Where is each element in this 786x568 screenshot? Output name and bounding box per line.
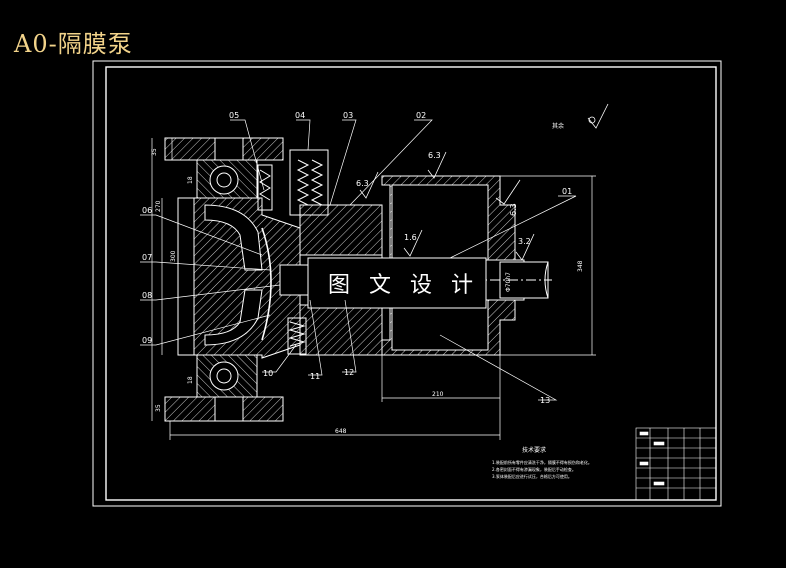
roughness-symbols bbox=[359, 103, 609, 261]
dim-210: 210 bbox=[432, 391, 444, 398]
dim-270: 270 bbox=[155, 200, 162, 212]
roughness-1-6: 1.6 bbox=[404, 233, 417, 242]
watermark-text: 图 文 设 计 bbox=[328, 273, 479, 298]
label-10: 10 bbox=[263, 369, 273, 378]
label-12: 12 bbox=[344, 368, 354, 377]
dim-shaft: Φ70h7 bbox=[505, 272, 512, 292]
dim-35-bottom: 35 bbox=[155, 404, 162, 412]
label-13: 13 bbox=[540, 396, 550, 405]
label-11: 11 bbox=[310, 372, 320, 381]
roughness-6-3-a: 6.3 bbox=[428, 151, 441, 160]
label-01: 01 bbox=[562, 187, 572, 196]
roughness-3-2: 3.2 bbox=[518, 237, 531, 246]
label-05: 05 bbox=[229, 111, 239, 120]
label-02: 02 bbox=[416, 111, 426, 120]
tech-req-line-3: 3.泵体装配后应进行试压，合格后方可使用。 bbox=[492, 473, 572, 479]
label-06: 06 bbox=[142, 206, 152, 215]
drawing-title: A0-隔膜泵 bbox=[14, 30, 133, 58]
dim-648: 648 bbox=[335, 428, 347, 435]
label-04: 04 bbox=[295, 111, 305, 120]
inner-frame bbox=[105, 66, 717, 501]
roughness-note: 其余 bbox=[552, 122, 564, 130]
label-08: 08 bbox=[142, 291, 152, 300]
label-09: 09 bbox=[142, 336, 152, 345]
tech-req-title: 技术要求 bbox=[522, 446, 546, 454]
tech-req-line-1: 1.装配前所有零件应清洗干净，隔膜不得有损伤和老化。 bbox=[492, 459, 592, 465]
dim-18-bottom: 18 bbox=[187, 376, 194, 384]
title-block bbox=[635, 427, 717, 501]
outer-frame bbox=[92, 60, 722, 507]
valve-spring-bottom bbox=[287, 317, 307, 355]
diaphragm bbox=[261, 227, 272, 341]
label-07: 07 bbox=[142, 253, 152, 262]
tech-req-line-2: 2.各密封面不得有渗漏现象，装配后手动检查。 bbox=[492, 466, 576, 472]
label-03: 03 bbox=[343, 111, 353, 120]
watermark-box bbox=[307, 257, 487, 309]
leader-lines bbox=[140, 119, 577, 401]
dim-348: 348 bbox=[577, 260, 584, 272]
roughness-6-3-c: 6.3 bbox=[509, 203, 518, 216]
roughness-6-3-b: 6.3 bbox=[356, 179, 369, 188]
dim-300: 300 bbox=[170, 250, 177, 262]
dim-18-top: 18 bbox=[187, 176, 194, 184]
dim-35-top: 35 bbox=[151, 148, 158, 156]
